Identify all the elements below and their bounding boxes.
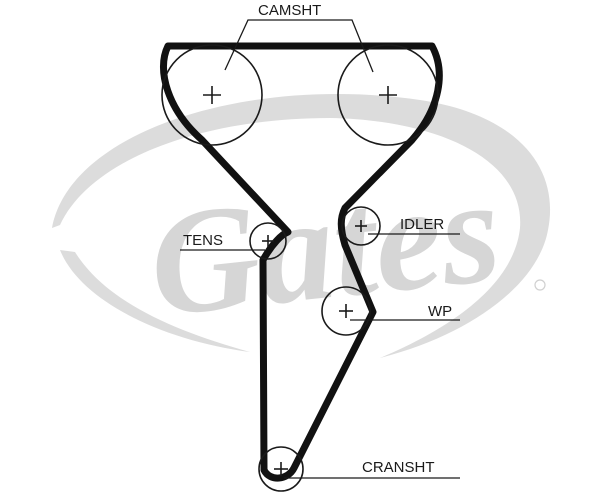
watermark-swoosh-lower	[60, 250, 250, 352]
camshaft-pulley-right	[337, 44, 439, 146]
tensioner-label: TENS	[183, 232, 223, 249]
camshaft-label: CAMSHT	[258, 2, 321, 19]
crankshaft-pulley	[258, 446, 304, 492]
camshaft-pulley-left	[161, 44, 263, 146]
gates-watermark-logo: Gates	[52, 93, 551, 359]
crankshaft-label: CRANSHT	[362, 459, 435, 476]
water-pump-label: WP	[428, 303, 452, 320]
idler-label: IDLER	[400, 216, 444, 233]
watermark-brand-text: Gates	[142, 147, 507, 349]
timing-belt	[159, 42, 443, 482]
idler-pulley	[341, 206, 381, 246]
registered-mark	[534, 279, 546, 291]
camshaft-leader-line	[224, 19, 374, 73]
water-pump-pulley	[321, 286, 371, 336]
tensioner-pulley	[249, 222, 287, 260]
